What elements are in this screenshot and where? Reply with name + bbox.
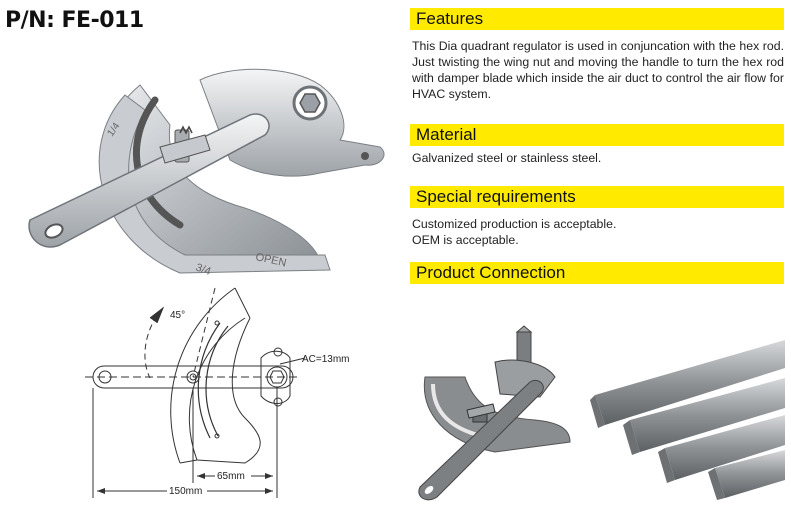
special-text: Customized production is acceptable. OEM… [412, 216, 784, 248]
assembly-image [418, 325, 571, 501]
connection-heading-bar: Product Connection [410, 262, 784, 284]
hex-rods-image [590, 340, 785, 500]
features-heading: Features [416, 9, 484, 28]
special-heading: Special requirements [416, 187, 576, 206]
special-line-1: Customized production is acceptable. [412, 217, 617, 231]
connection-heading: Product Connection [416, 263, 566, 282]
ac-label: AC=13mm [302, 354, 350, 365]
special-line-2: OEM is acceptable. [412, 233, 519, 247]
features-heading-bar: Features [410, 8, 784, 30]
product-photo: 1/4 3/4 OPEN [28, 68, 385, 279]
technical-drawing: 45° AC=13mm 65mm 150mm [85, 287, 350, 498]
special-heading-bar: Special requirements [410, 186, 784, 208]
dim-65: 65mm [217, 471, 245, 482]
angle-label: 45° [170, 310, 185, 321]
dim-150: 150mm [169, 486, 202, 497]
part-number: P/N: FE-011 [5, 8, 144, 33]
photo-scale-label-2: 3/4 [194, 262, 212, 279]
material-heading-bar: Material [410, 124, 784, 146]
material-text: Galvanized steel or stainless steel. [412, 151, 602, 165]
material-heading: Material [416, 125, 477, 144]
features-text: This Dia quadrant regulator is used in c… [412, 39, 784, 101]
